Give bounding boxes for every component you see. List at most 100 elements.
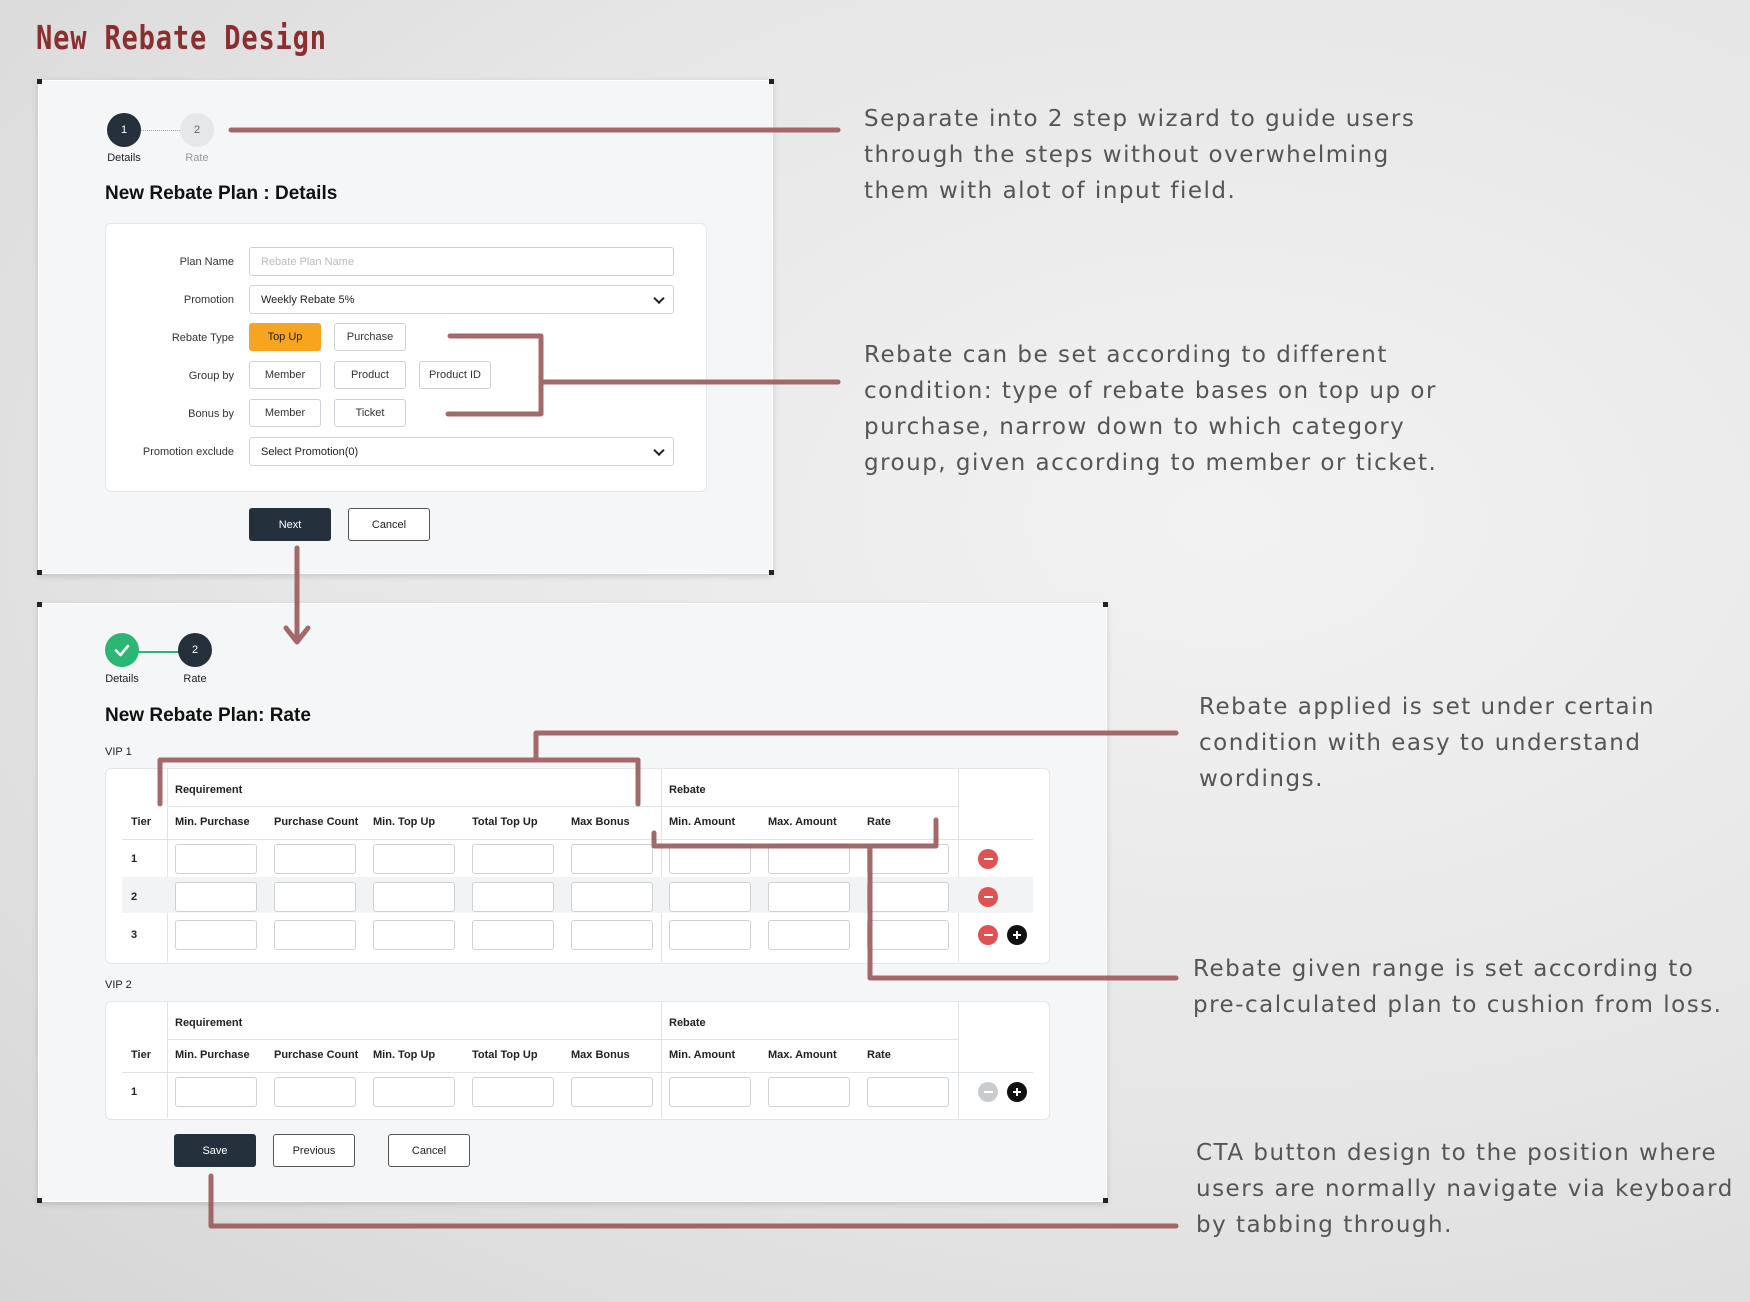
rate-title: New Rebate Plan: Rate [105,705,311,726]
rebate-type-top-up[interactable]: Top Up [249,323,321,351]
step-1-number: 1 [120,124,128,136]
vip-2-label: VIP 2 [105,979,132,991]
requirement-group-header: Requirement [175,784,243,796]
min-top-up-input[interactable] [373,1077,455,1107]
next-button[interactable]: Next [249,508,331,541]
col-max-amount: Max. Amount [768,816,837,828]
step-1-circle[interactable]: 1 [107,113,141,147]
col-min-amount: Min. Amount [669,1049,736,1061]
tier-number: 2 [131,891,138,903]
bonus-by-label: Bonus by [188,408,234,420]
cancel-button[interactable]: Cancel [348,508,430,541]
annotation-wizard: Separate into 2 step wizard to guide use… [864,106,1416,204]
rebate-group-header: Rebate [669,1017,706,1029]
plan-name-input[interactable]: Rebate Plan Name [249,247,674,276]
promotion-exclude-select[interactable]: Select Promotion(0) [249,437,674,466]
vip-2-table: Requirement Rebate Tier Min. Purchase Pu… [105,1001,1050,1120]
min-top-up-input[interactable] [373,920,455,950]
rate-input[interactable] [867,920,949,950]
promotion-label: Promotion [183,294,234,306]
group-by-member[interactable]: Member [249,361,321,389]
step-1-label: Details [107,152,141,164]
max-bonus-input[interactable] [571,920,653,950]
total-top-up-input[interactable] [472,844,554,874]
min-top-up-input[interactable] [373,882,455,912]
total-top-up-input[interactable] [472,920,554,950]
tier-number: 3 [131,929,138,941]
total-top-up-input[interactable] [472,882,554,912]
col-min-purchase: Min. Purchase [175,1049,250,1061]
group-by-product[interactable]: Product [334,361,406,389]
chevron-down-icon [653,444,665,456]
rate-input[interactable] [867,882,949,912]
max-amount-input[interactable] [768,920,850,950]
plan-name-label: Plan Name [179,256,234,268]
remove-tier-icon[interactable] [978,1082,998,1102]
max-amount-input[interactable] [768,882,850,912]
col-min-top-up: Min. Top Up [373,1049,436,1061]
min-purchase-input[interactable] [175,920,257,950]
min-amount-input[interactable] [669,882,751,912]
remove-tier-icon[interactable] [978,849,998,869]
col-total-top-up: Total Top Up [472,1049,538,1061]
total-top-up-input[interactable] [472,1077,554,1107]
col-max-amount: Max. Amount [768,1049,837,1061]
group-by-product-id[interactable]: Product ID [419,361,491,389]
min-purchase-input[interactable] [175,1077,257,1107]
promotion-select[interactable]: Weekly Rebate 5% [249,285,674,314]
rebate-group-header: Rebate [669,784,706,796]
stepper-connector [126,130,194,131]
col-max-bonus: Max Bonus [571,1049,630,1061]
rate-input[interactable] [867,844,949,874]
min-amount-input[interactable] [669,844,751,874]
min-top-up-input[interactable] [373,844,455,874]
annotation-cta: CTA button design to the position where … [1196,1140,1734,1238]
add-tier-icon[interactable] [1007,925,1027,945]
step-2-label: Rate [185,152,209,164]
bonus-by-member[interactable]: Member [249,399,321,427]
min-purchase-input[interactable] [175,844,257,874]
requirement-group-header: Requirement [175,1017,243,1029]
col-total-top-up: Total Top Up [472,816,538,828]
step-2-label: Rate [183,673,207,685]
promotion-exclude-label: Promotion exclude [142,446,234,458]
min-amount-input[interactable] [669,920,751,950]
col-tier: Tier [131,1049,151,1061]
max-bonus-input[interactable] [571,1077,653,1107]
step-2-circle[interactable]: 2 [180,113,214,147]
rate-input[interactable] [867,1077,949,1107]
max-bonus-input[interactable] [571,882,653,912]
save-button[interactable]: Save [174,1134,256,1167]
purchase-count-input[interactable] [274,844,356,874]
purchase-count-input[interactable] [274,920,356,950]
min-purchase-input[interactable] [175,882,257,912]
add-tier-icon[interactable] [1007,1082,1027,1102]
promotion-exclude-value: Select Promotion(0) [261,445,359,458]
max-amount-input[interactable] [768,1077,850,1107]
previous-button[interactable]: Previous [273,1134,355,1167]
step-2-circle[interactable]: 2 [178,633,212,667]
rate-step-panel: Details 2 Rate New Rebate Plan: Rate VIP… [37,602,1108,1203]
annotation-rebate-range: Rebate given range is set according to p… [1193,956,1723,1018]
max-bonus-input[interactable] [571,844,653,874]
tier-number: 1 [131,853,138,865]
stepper-connector [126,651,194,653]
rebate-type-purchase[interactable]: Purchase [334,323,406,351]
plan-name-placeholder: Rebate Plan Name [261,255,354,268]
col-rate: Rate [867,1049,891,1061]
col-rate: Rate [867,816,891,828]
bonus-by-ticket[interactable]: Ticket [334,399,406,427]
remove-tier-icon[interactable] [978,887,998,907]
purchase-count-input[interactable] [274,1077,356,1107]
purchase-count-input[interactable] [274,882,356,912]
step-1-done-circle[interactable] [105,633,139,667]
details-step-panel: 1 Details 2 Rate New Rebate Plan : Detai… [37,79,774,575]
min-amount-input[interactable] [669,1077,751,1107]
remove-tier-icon[interactable] [978,925,998,945]
rebate-type-label: Rebate Type [171,332,234,344]
step-2-number: 2 [191,644,199,656]
page-title: New Rebate Design [36,18,327,57]
annotation-requirement: Rebate applied is set under certain cond… [1199,694,1656,792]
max-amount-input[interactable] [768,844,850,874]
cancel-button[interactable]: Cancel [388,1134,470,1167]
